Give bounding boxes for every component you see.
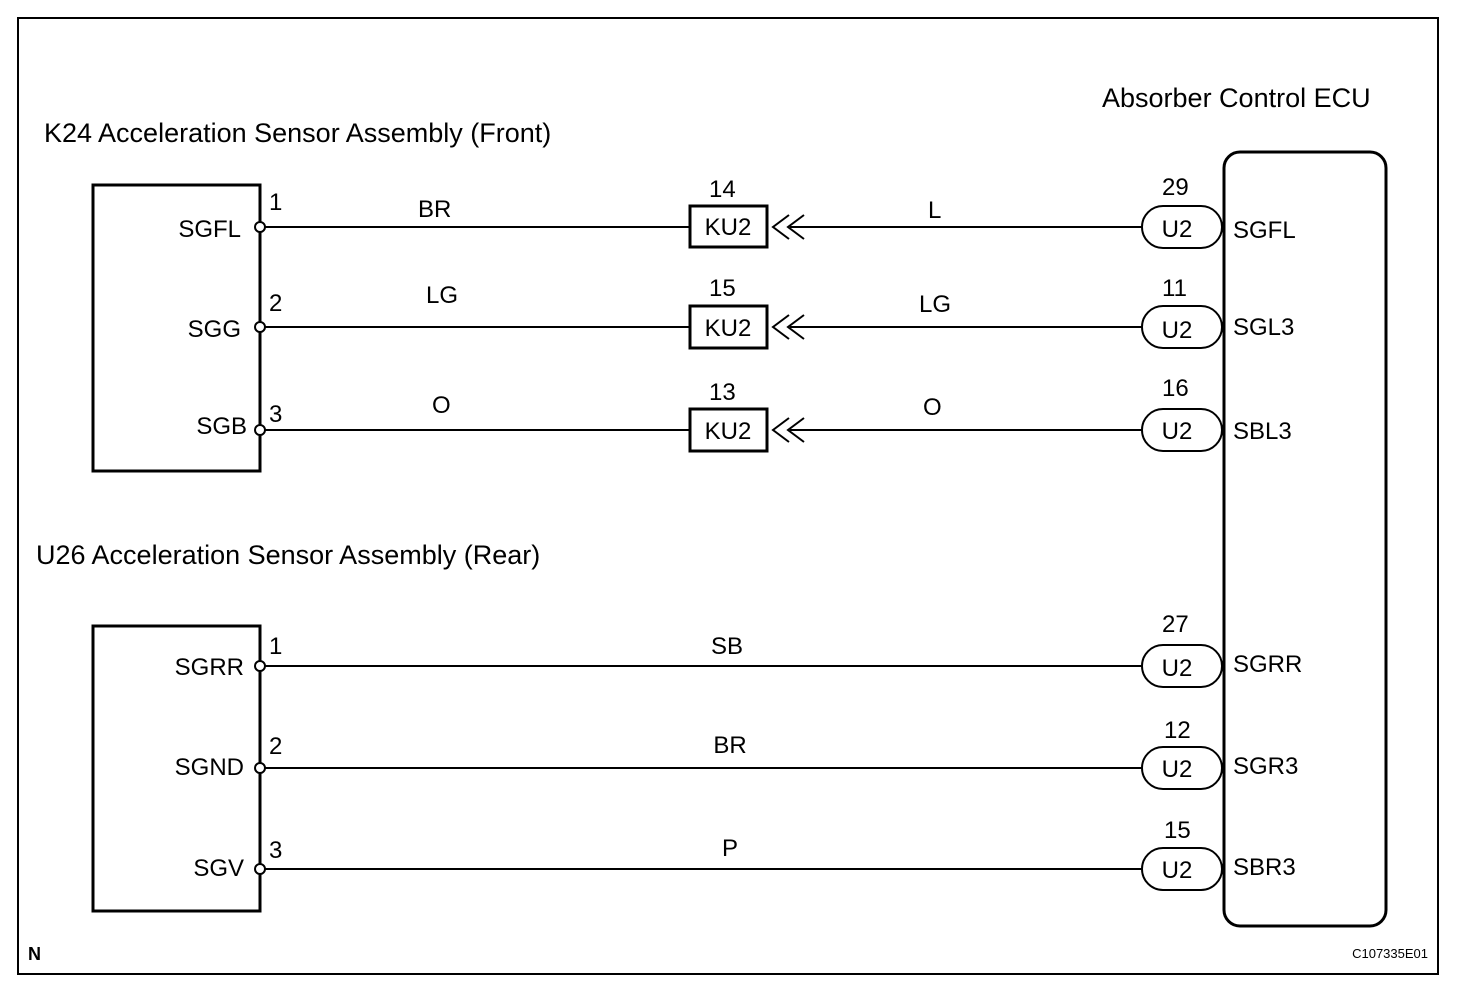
rear-wire-row: SGND 2 BR U2 12 SGR3 (175, 717, 1298, 790)
wire-color-label: P (722, 835, 738, 862)
terminal-dot (254, 762, 266, 774)
junction-pin-number: 13 (709, 379, 736, 406)
front-wire-row: SGG 2 LG KU2 15 LG U2 11 SGL3 (188, 275, 1294, 350)
ecu-pin-number: 29 (1162, 174, 1189, 201)
figure-code: C107335E01 (1352, 946, 1428, 961)
sensor-pin-number: 2 (269, 290, 282, 317)
corner-mark: N (28, 944, 41, 964)
wire-color-label: L (928, 197, 941, 224)
ecu-terminal-label: SGR3 (1233, 753, 1298, 780)
ecu-connector-label: U2 (1162, 216, 1193, 243)
junction-connector-label: KU2 (705, 315, 752, 342)
junction-connector (688, 407, 769, 453)
junction-pin-number: 15 (709, 275, 736, 302)
terminal-dot (254, 863, 266, 875)
ecu-connector-label: U2 (1162, 756, 1193, 783)
sensor-terminal-label: SGND (175, 754, 244, 781)
ecu-connector-label: U2 (1162, 317, 1193, 344)
wire-color-label: BR (713, 732, 746, 759)
terminal-dot (254, 321, 266, 333)
sensor-pin-number: 3 (269, 837, 282, 864)
ecu-pin-number: 15 (1164, 817, 1191, 844)
sensor-pin-number: 1 (269, 633, 282, 660)
ecu-terminal-label: SBR3 (1233, 854, 1296, 881)
junction-connector (688, 204, 769, 249)
wire-color-label: LG (919, 291, 951, 318)
terminal-dot (254, 424, 266, 436)
ecu-connector-label: U2 (1162, 418, 1193, 445)
junction-connector (688, 304, 769, 350)
sensor-terminal-label: SGV (193, 855, 244, 882)
ecu-terminal-label: SGFL (1233, 217, 1296, 244)
ecu-pin-number: 27 (1162, 611, 1189, 638)
front-wire-row: SGB 3 O KU2 13 O U2 16 SBL3 (196, 375, 1292, 453)
sensor-pin-number: 1 (269, 189, 282, 216)
double-chevron-icon (771, 417, 805, 443)
ecu-connector (1141, 205, 1223, 249)
ecu-pin-number: 16 (1162, 375, 1189, 402)
ecu-pin-number: 12 (1164, 717, 1191, 744)
rear-sensor-title: U26 Acceleration Sensor Assembly (Rear) (36, 540, 540, 570)
wire-color-label: SB (711, 633, 743, 660)
ecu-pin-number: 11 (1162, 275, 1187, 302)
ecu-connector (1141, 644, 1223, 688)
ecu-connector-label: U2 (1162, 857, 1193, 884)
ecu-title: Absorber Control ECU (1102, 83, 1371, 113)
sensor-pin-number: 2 (269, 733, 282, 760)
ecu-connector (1141, 847, 1223, 891)
double-chevron-icon (771, 214, 805, 240)
sensor-terminal-label: SGG (188, 316, 241, 343)
junction-connector-label: KU2 (705, 214, 752, 241)
ecu-terminal-label: SGL3 (1233, 314, 1294, 341)
ecu-terminal-label: SBL3 (1233, 418, 1292, 445)
ecu-terminal-label: SGRR (1233, 651, 1302, 678)
terminal-dot (254, 660, 266, 672)
double-chevron-icon (771, 314, 805, 340)
wire-color-label: O (923, 394, 942, 421)
front-wire-row: SGFL 1 BR KU2 14 L U2 29 SGFL (178, 174, 1296, 249)
rear-wire-row: SGRR 1 SB U2 27 SGRR (175, 611, 1302, 688)
rear-sensor-box (91, 624, 262, 913)
junction-pin-number: 14 (709, 176, 736, 203)
sensor-terminal-label: SGFL (178, 216, 241, 243)
wire-color-label: O (432, 392, 451, 419)
rear-wire-row: SGV 3 P U2 15 SBR3 (193, 817, 1296, 891)
front-sensor-title: K24 Acceleration Sensor Assembly (Front) (44, 118, 551, 148)
junction-connector-label: KU2 (705, 418, 752, 445)
ecu-connector-label: U2 (1162, 655, 1193, 682)
ecu-connector (1141, 305, 1223, 349)
sensor-pin-number: 3 (269, 401, 282, 428)
wire-color-label: LG (426, 282, 458, 309)
front-sensor-box (91, 183, 262, 473)
ecu-box (1222, 150, 1388, 928)
ecu-connector (1141, 746, 1223, 790)
wire-color-label: BR (418, 196, 451, 223)
sensor-terminal-label: SGB (196, 413, 247, 440)
terminal-dot (254, 221, 266, 233)
sensor-terminal-label: SGRR (175, 654, 244, 681)
ecu-connector (1141, 408, 1223, 452)
